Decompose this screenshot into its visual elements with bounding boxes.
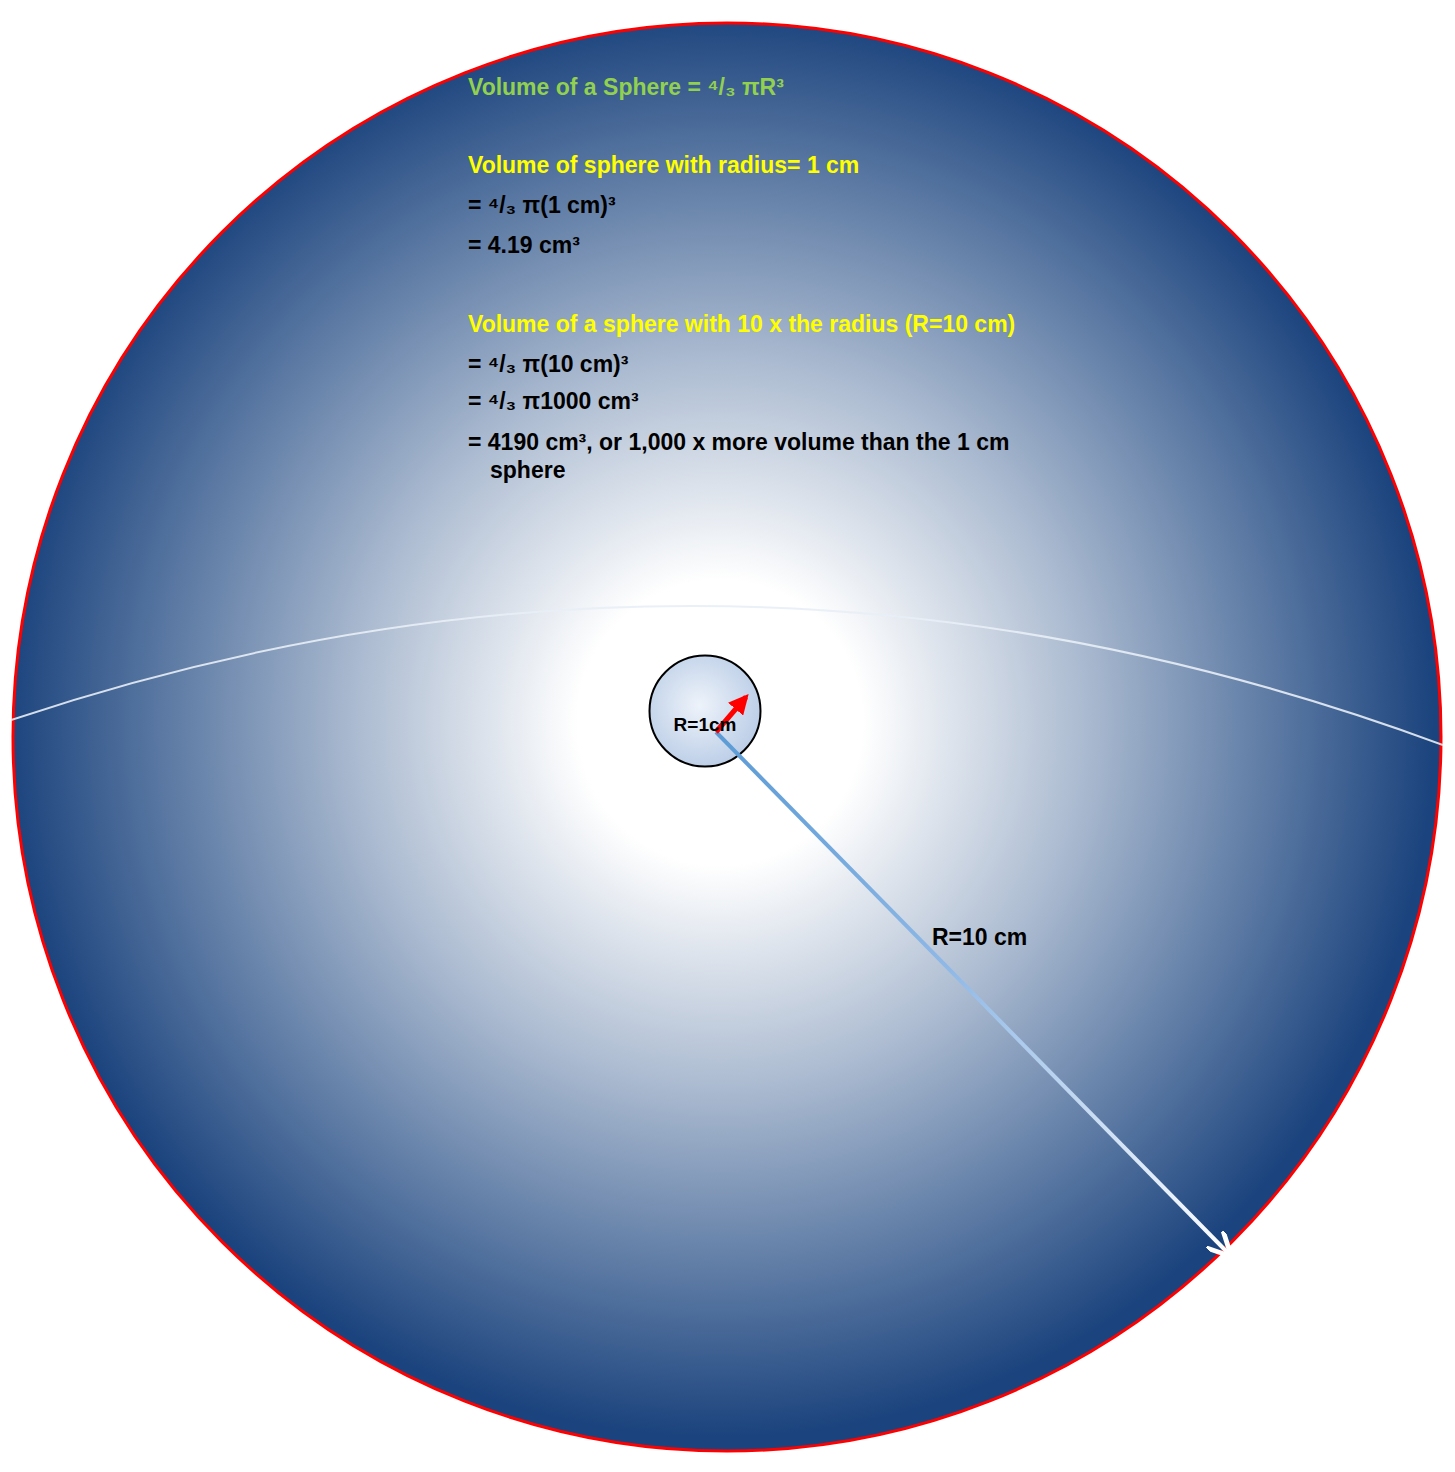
small-sphere: R=1cm: [648, 654, 762, 768]
formula-line: = ⁴/₃ π1000 cm³: [468, 388, 1228, 416]
large-sphere: Volume of a Sphere = ⁴/₃ πR³ Volume of sp…: [11, 21, 1443, 1453]
formula-line: = 4190 cm³, or 1,000 x more volume than …: [468, 429, 1068, 484]
sphere-outline: [13, 23, 1441, 1451]
small-sphere-outline: [650, 656, 761, 767]
large-radius-arrow: [716, 732, 1228, 1253]
formula-line: Volume of a sphere with 10 x the radius …: [468, 311, 1228, 339]
formula-line: = ⁴/₃ π(10 cm)³: [468, 351, 1228, 379]
formula-line: Volume of sphere with radius= 1 cm: [468, 152, 1228, 180]
formula-line: = ⁴/₃ π(1 cm)³: [468, 192, 1228, 220]
formula-heading: Volume of a Sphere = ⁴/₃ πR³: [468, 74, 1228, 102]
radius-label: R=10 cm: [932, 924, 1027, 951]
formula-line: = 4.19 cm³: [468, 232, 1228, 260]
small-radius-arrow: [716, 697, 746, 732]
radius-label: R=1cm: [648, 714, 762, 737]
small-sphere-outline: [648, 654, 762, 768]
